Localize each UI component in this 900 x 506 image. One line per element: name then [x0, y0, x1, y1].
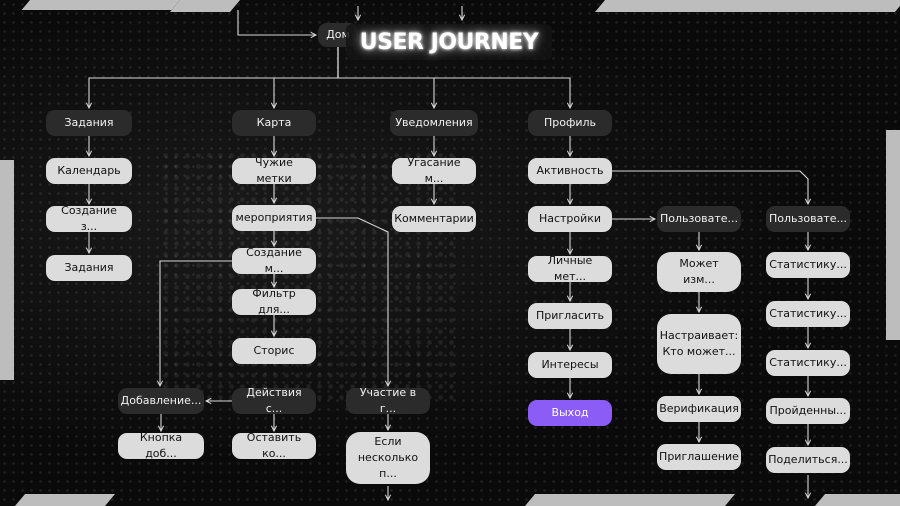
- node-map: Карта: [232, 110, 316, 136]
- node-settings: Настройки: [528, 206, 612, 232]
- node-tasks: Задания: [46, 110, 132, 136]
- node-stat1: Статистику...: [766, 252, 850, 278]
- node-share: Поделиться...: [766, 447, 850, 473]
- node-can-change: Может изм...: [657, 252, 741, 292]
- node-verification: Верификация: [657, 396, 741, 422]
- node-foreign: Чужие метки: [232, 156, 316, 185]
- edge-create-mark-to-adding: [160, 260, 232, 386]
- node-events: мероприятия: [232, 205, 316, 231]
- node-activity: Активность: [528, 158, 612, 184]
- node-user2: Пользовате...: [766, 206, 850, 232]
- node-adding: Добавление...: [118, 388, 204, 414]
- node-invite: Пригласить: [528, 303, 612, 329]
- edge-events-to-participation: [316, 217, 388, 386]
- node-actions: Действия с...: [232, 386, 316, 415]
- node-invitation: Приглашение: [657, 444, 741, 470]
- node-completed: Пройденны...: [766, 398, 850, 424]
- node-configures: Настраивает: Кто может...: [657, 314, 741, 374]
- node-stories: Сторис: [232, 338, 316, 364]
- node-personal: Личные мет...: [528, 254, 612, 283]
- edge-home-to-map: [274, 47, 339, 108]
- node-comments: Комментарии: [392, 206, 476, 232]
- node-tasks2: Задания: [46, 255, 132, 281]
- node-notif: Уведомления: [390, 110, 478, 136]
- node-button-add: Кнопка доб...: [118, 431, 204, 460]
- edge-incoming-top-left: [237, 10, 316, 35]
- node-stat2: Статистику...: [766, 301, 850, 327]
- node-fading: Угасание м...: [392, 156, 476, 185]
- node-stat3: Статистику...: [766, 350, 850, 376]
- node-profile: Профиль: [528, 110, 612, 136]
- node-if-several: Если несколько п...: [346, 432, 430, 484]
- node-participation: Участие в г...: [346, 386, 430, 415]
- corner-stripe-right: [886, 130, 900, 340]
- node-create-task: Создание з...: [46, 204, 132, 233]
- node-interests: Интересы: [528, 352, 612, 378]
- node-calendar: Календарь: [46, 158, 132, 184]
- node-filter: Фильтр для...: [232, 287, 316, 316]
- node-user1: Пользовате...: [657, 206, 741, 232]
- node-leave: Оставить ко...: [232, 431, 316, 460]
- diagram-title: USER JOURNEY: [346, 24, 552, 60]
- edge-home-to-profile: [337, 47, 570, 108]
- node-logout: Выход: [528, 400, 612, 426]
- corner-stripe-left: [0, 160, 14, 380]
- edge-activity-to-user2: [612, 170, 808, 204]
- node-create-mark: Создание м...: [232, 246, 316, 275]
